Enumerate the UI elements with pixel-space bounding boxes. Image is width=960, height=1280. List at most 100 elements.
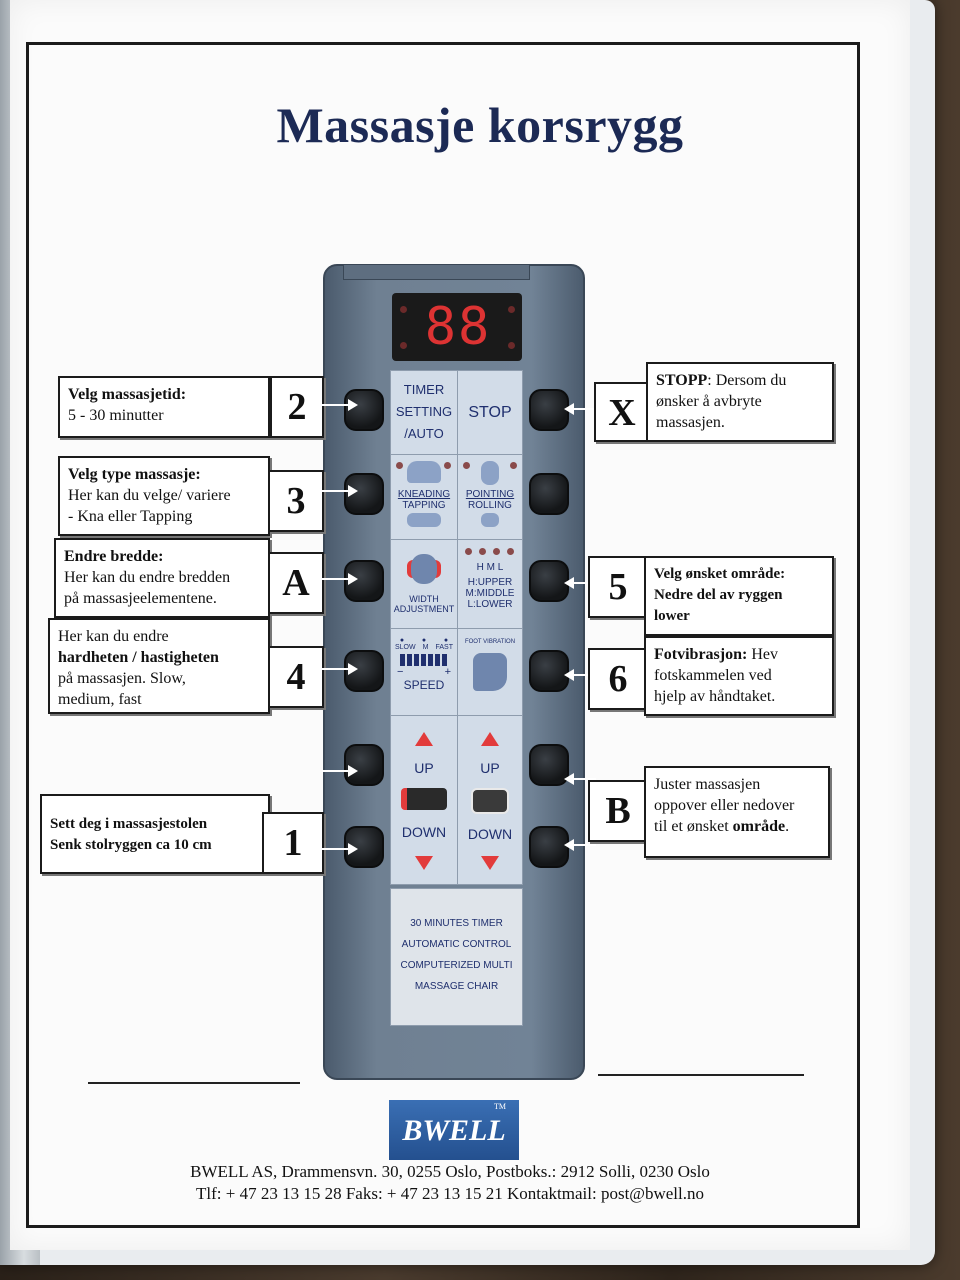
pointing-rolling-button[interactable] xyxy=(529,473,569,515)
timer-line: /AUTO xyxy=(391,423,457,445)
led-icon: ● xyxy=(444,637,448,644)
rolling-text: ROLLING xyxy=(458,500,522,511)
callout-width-heading: Endre bredde: xyxy=(64,548,163,565)
footer-divider xyxy=(88,1082,300,1084)
callout-adjust-text: oppover eller nedover xyxy=(654,797,794,814)
trademark-mark: TM xyxy=(494,1102,506,1111)
callout-speed-text: på massasjen. Slow, xyxy=(58,670,186,687)
led-icon: ● xyxy=(422,637,426,644)
callout-adjust: Juster massasjen oppover eller nedover t… xyxy=(644,766,830,858)
callout-width: Endre bredde: Her kan du endre bredden p… xyxy=(54,538,270,618)
adjustment-text: ADJUSTMENT xyxy=(391,604,457,614)
up-arrow-icon xyxy=(481,732,499,746)
callout-letter-x: X xyxy=(594,382,650,442)
tapping-text: TAPPING xyxy=(391,500,457,511)
slow-text: SLOW xyxy=(395,644,416,651)
callout-adjust-dot: . xyxy=(785,818,789,835)
callout-speed: Her kan du endre hardheten / hastigheten… xyxy=(48,618,270,714)
callout-foot-text: fotskammelen ved xyxy=(654,667,772,684)
callout-stop-heading: STOPP xyxy=(656,372,707,389)
width-adjustment-label: WIDTH ADJUSTMENT xyxy=(390,539,458,629)
callout-sit-text: Senk stolryggen ca 10 cm xyxy=(50,837,212,853)
info-line: 30 MINUTES TIMER xyxy=(391,913,522,934)
pointing-text: POINTING xyxy=(458,489,522,500)
callout-area-text: Velg ønsket område: xyxy=(654,566,785,582)
area-select-button[interactable] xyxy=(529,560,569,602)
indicator-led xyxy=(479,548,486,555)
roller-up-button[interactable] xyxy=(529,744,569,786)
timer-line: SETTING xyxy=(391,401,457,423)
foot-text: FOOT VIBRATION xyxy=(458,639,522,645)
callout-adjust-text: til et ønsket xyxy=(654,818,729,835)
foot-vibration-button[interactable] xyxy=(529,650,569,692)
roller-down-button[interactable] xyxy=(529,826,569,868)
m-text: M xyxy=(423,644,429,651)
callout-stop-text: massasjen. xyxy=(656,414,725,431)
kneading-icon xyxy=(407,461,441,483)
callout-foot-text: hjelp av håndtaket. xyxy=(654,688,775,705)
callout-time: Velg massasjetid: 5 - 30 minutter xyxy=(58,376,270,438)
callout-foot-heading: Fotvibrasjon: xyxy=(654,646,747,663)
indicator-led xyxy=(444,462,451,469)
callout-number-3: 3 xyxy=(268,470,324,532)
info-line: MASSAGE CHAIR xyxy=(391,976,522,997)
rolling-icon xyxy=(481,513,499,527)
speed-bars-icon xyxy=(400,654,448,666)
tapping-icon xyxy=(407,513,441,527)
recline-icon xyxy=(401,788,447,810)
arrow-left-icon xyxy=(566,408,596,410)
lower-text: L:LOWER xyxy=(458,599,522,610)
info-line: COMPUTERIZED MULTI xyxy=(391,955,522,976)
callout-stop: STOPP: Dersom du ønsker å avbryte massas… xyxy=(646,362,834,442)
callout-area: Velg ønsket område: Nedre del av ryggen … xyxy=(644,556,834,636)
indicator-led xyxy=(493,548,500,555)
pointing-icon xyxy=(481,461,499,485)
timer-setting-label: TIMER SETTING /AUTO xyxy=(390,370,458,455)
callout-stop-text: ønsker å avbryte xyxy=(656,393,762,410)
callout-sit: Sett deg i massasjestolen Senk stolrygge… xyxy=(40,794,270,874)
callout-letter-b: B xyxy=(588,780,648,842)
display-digits: 88 xyxy=(413,296,503,358)
arrow-left-icon xyxy=(566,844,596,846)
upper-text: H:UPPER xyxy=(458,577,522,588)
down-arrow-icon xyxy=(415,856,433,870)
indicator-led xyxy=(465,548,472,555)
arrow-right-icon xyxy=(322,770,356,772)
fast-text: FAST xyxy=(435,644,453,651)
roller-up-down-label: UP DOWN xyxy=(457,715,523,885)
down-text: DOWN xyxy=(391,824,457,840)
info-line: AUTOMATIC CONTROL xyxy=(391,934,522,955)
stop-button[interactable] xyxy=(529,389,569,431)
foot-vibration-label: FOOT VIBRATION xyxy=(457,628,523,716)
callout-type-text: Her kan du velge/ variere xyxy=(68,487,231,504)
plus-text: + xyxy=(445,666,451,678)
speed-label: ● ● ● SLOW M FAST − + SPEED xyxy=(390,628,458,716)
indicator-led xyxy=(396,462,403,469)
timer-line: TIMER xyxy=(391,379,457,401)
callout-number-6: 6 xyxy=(588,648,648,710)
width-text: WIDTH xyxy=(391,594,457,604)
display-indicator xyxy=(400,342,407,349)
footer-address: BWELL AS, Drammensvn. 30, 0255 Oslo, Pos… xyxy=(0,1162,900,1182)
led-icon: ● xyxy=(400,637,404,644)
callout-number-2: 2 xyxy=(270,376,324,438)
chair-info-panel: 30 MINUTES TIMER AUTOMATIC CONTROL COMPU… xyxy=(390,888,523,1026)
backrest-up-down-label: UP DOWN xyxy=(390,715,458,885)
stop-label: STOP xyxy=(457,370,523,455)
kneading-text: KNEADING xyxy=(391,489,457,500)
remote-top-edge xyxy=(343,264,530,280)
callout-area-text: lower xyxy=(654,608,690,624)
arrow-right-icon xyxy=(322,848,356,850)
minus-text: − xyxy=(397,666,403,678)
up-text: UP xyxy=(458,760,522,776)
footer-divider xyxy=(598,1074,804,1076)
speed-text: SPEED xyxy=(391,678,457,692)
display-indicator xyxy=(508,306,515,313)
callout-adjust-text: Juster massasjen xyxy=(654,776,760,793)
callout-stop-text: : Dersom du xyxy=(707,372,786,389)
hml-text: H M L xyxy=(458,562,522,573)
indicator-led xyxy=(507,548,514,555)
width-icon xyxy=(411,554,437,584)
callout-number-4: 4 xyxy=(268,646,324,708)
arrow-right-icon xyxy=(322,668,356,670)
